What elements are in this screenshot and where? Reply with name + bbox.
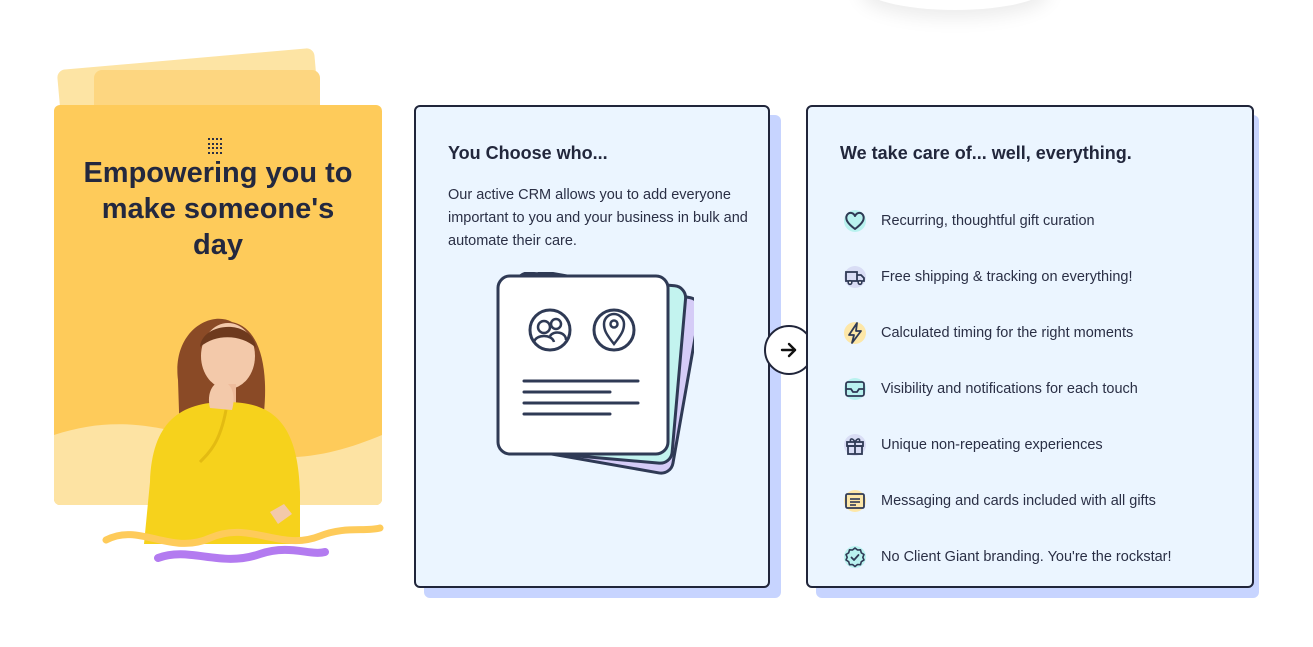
- care-card: We take care of... well, everything. Rec…: [806, 105, 1254, 588]
- inbox-icon: [840, 374, 870, 404]
- heart-icon: [840, 206, 870, 236]
- choose-card: You Choose who... Our active CRM allows …: [414, 105, 770, 588]
- feature-label: Calculated timing for the right moments: [881, 325, 1134, 341]
- feature-label: Free shipping & tracking on everything!: [881, 269, 1133, 285]
- list-item: Calculated timing for the right moments: [840, 305, 1172, 361]
- feature-label: Messaging and cards included with all gi…: [881, 493, 1156, 509]
- next-arrow-button[interactable]: [764, 325, 814, 375]
- decorative-shadow: [860, 0, 1050, 10]
- hero-card-front: Empowering you to make someone's day: [54, 105, 382, 505]
- list-item: Messaging and cards included with all gi…: [840, 473, 1172, 529]
- choose-card-description: Our active CRM allows you to add everyon…: [448, 187, 748, 249]
- list-item: Recurring, thoughtful gift curation: [840, 193, 1172, 249]
- feature-label: Recurring, thoughtful gift curation: [881, 213, 1095, 229]
- hero-headline: Empowering you to make someone's day: [83, 157, 353, 261]
- verified-badge-icon: [840, 542, 870, 572]
- feature-list: Recurring, thoughtful gift curation Free…: [840, 193, 1172, 585]
- person-photo: [144, 318, 300, 544]
- squiggle-decoration: [102, 524, 384, 563]
- feature-label: No Client Giant branding. You're the roc…: [881, 549, 1172, 565]
- truck-icon: [840, 262, 870, 292]
- care-card-title: We take care of... well, everything.: [840, 143, 1132, 163]
- feature-label: Unique non-repeating experiences: [881, 437, 1103, 453]
- hero-card: Empowering you to make someone's day: [54, 47, 384, 570]
- arrow-right-icon: [780, 342, 797, 358]
- choose-card-title: You Choose who...: [448, 143, 608, 163]
- list-item: Free shipping & tracking on everything!: [840, 249, 1172, 305]
- list-item: No Client Giant branding. You're the roc…: [840, 529, 1172, 585]
- dots-grid-icon: [208, 138, 224, 154]
- lightning-icon: [840, 318, 870, 348]
- crm-document-illustration: [496, 272, 694, 475]
- feature-label: Visibility and notifications for each to…: [881, 381, 1138, 397]
- card-icon: [840, 486, 870, 516]
- list-item: Visibility and notifications for each to…: [840, 361, 1172, 417]
- list-item: Unique non-repeating experiences: [840, 417, 1172, 473]
- gift-icon: [840, 430, 870, 460]
